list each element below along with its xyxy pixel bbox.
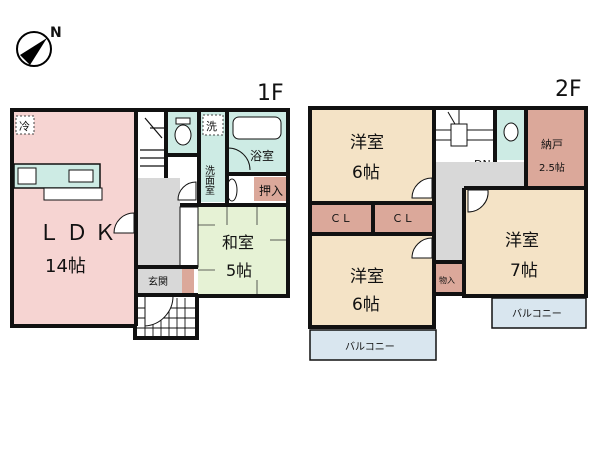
walls-1f [10,108,290,340]
hall-door [177,181,197,201]
western-7-name: 洋室 [505,231,539,251]
kitchen-bar [43,187,103,201]
closet-2-label: ＣＬ [392,212,414,225]
closet-2 [375,204,432,232]
room-ldk [12,112,134,326]
storage-size: 2.5帖 [539,161,565,174]
washitsu-name: 和室 [222,233,254,252]
washer-label: 洗 [206,120,217,133]
ldk-size: 14帖 [45,256,86,277]
bathtub-icon [232,116,282,140]
western-6b-size: 6帖 [352,295,380,315]
western-6b-name: 洋室 [350,267,384,287]
washroom-label: 洗面室 [203,165,215,195]
fridge-label: 冷 [19,120,30,133]
sink-icon [68,169,94,183]
north-arrow-icon [16,31,52,67]
oshiire-label: 押入 [259,184,283,198]
floor-2-label: 2F [555,77,582,102]
room-western-6a [312,110,432,202]
fridge-space [15,115,35,135]
hall-1f [138,178,180,268]
balcony-2 [491,297,587,329]
toilet-icon [174,124,192,146]
room-washitsu [198,207,286,295]
ldk-door [113,212,135,234]
washitsu-size: 5帖 [226,261,252,280]
shoe-cabinet [182,268,194,294]
stairs-2f [436,110,494,162]
ldk-name: ＬＤＫ [38,221,122,246]
hall-2f [436,162,526,188]
stairs-1f [138,112,166,178]
room-storage [528,110,584,186]
room-monoire [436,262,462,292]
western-6a-size: 6帖 [352,163,380,183]
monoire-label: 物入 [439,275,455,285]
balcony-1-label: バルコニー [345,341,395,353]
room-oshiire [254,177,286,201]
balcony-1 [309,329,437,361]
washer-space [202,114,224,136]
closet-1 [312,204,372,232]
floor-1-label: 1F [257,81,284,106]
balcony-2-label: バルコニー [512,308,562,320]
storage-name: 納戸 [541,138,563,151]
closet-1-label: ＣＬ [330,212,352,225]
compass-label: N [50,25,62,41]
stove-icon [17,167,37,185]
bath-label: 浴室 [250,148,274,163]
entrance-label: 玄関 [148,275,168,288]
entrance [138,268,182,294]
engawa [179,206,199,268]
room-western-7 [466,190,584,294]
room-western-6b [312,235,432,325]
walls-2f [308,106,588,329]
western-7-size: 7帖 [510,261,538,281]
western-6a-name: 洋室 [350,133,384,153]
toilet-icon-2f [503,122,519,142]
